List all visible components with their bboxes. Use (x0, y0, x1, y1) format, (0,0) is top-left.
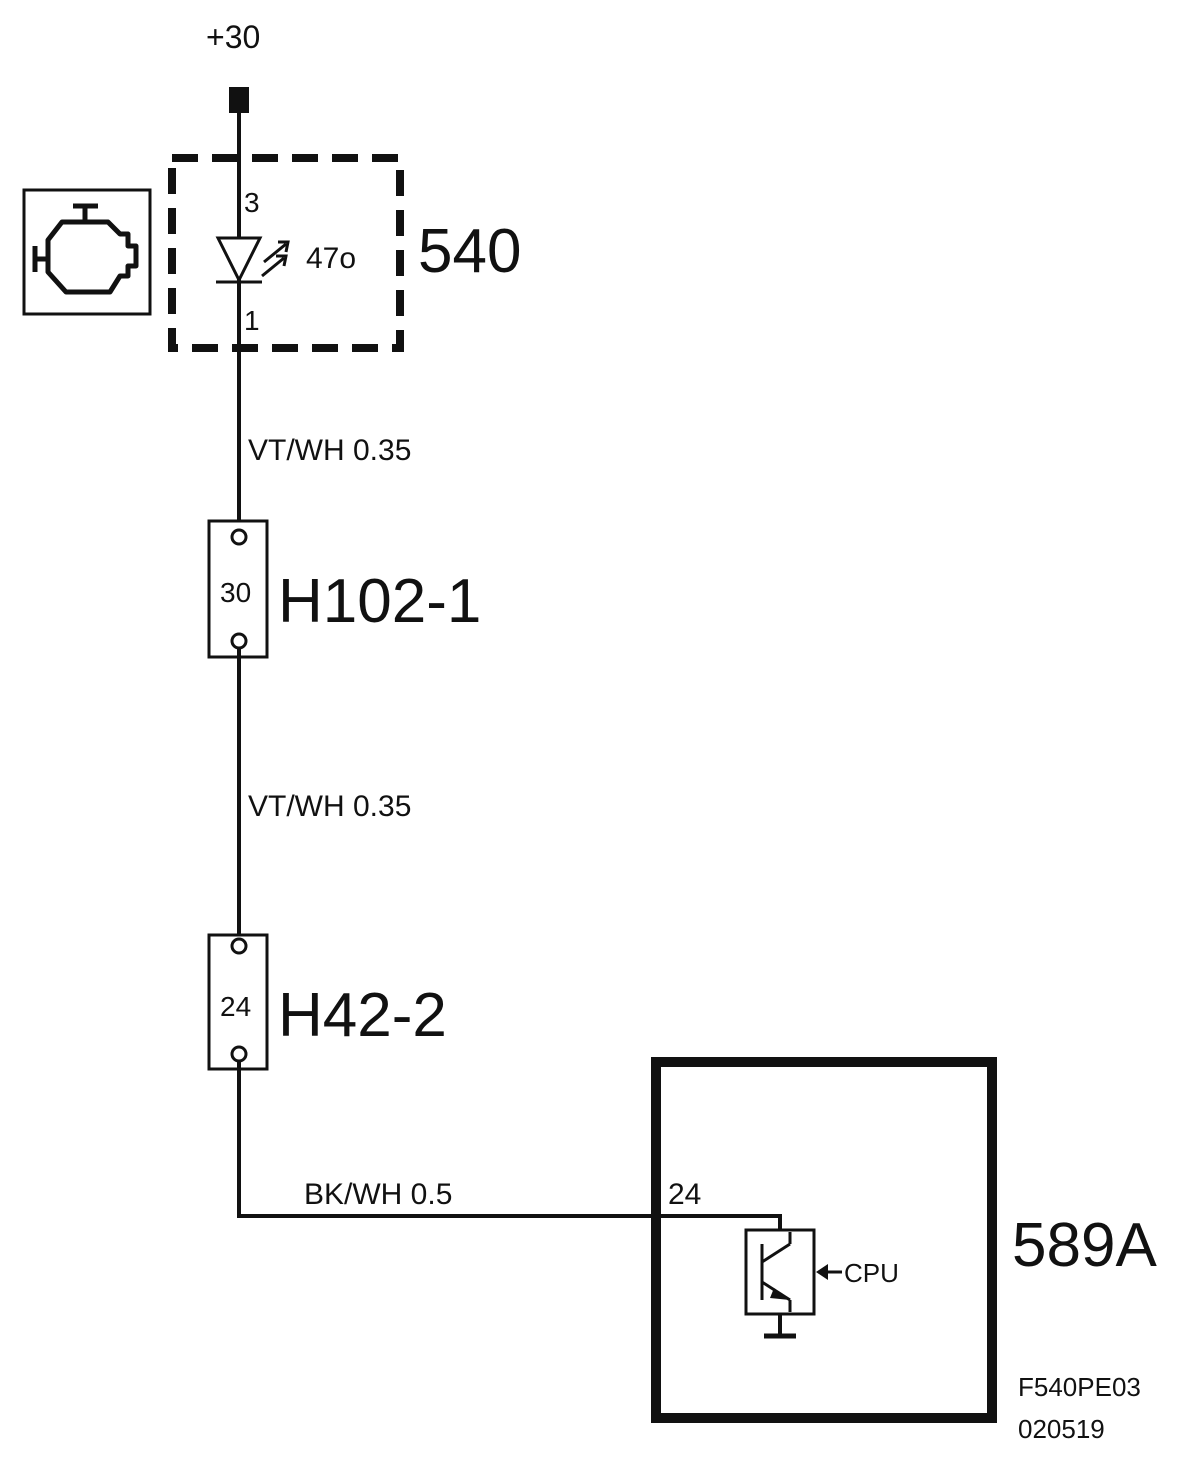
connector-h102-ref: H102-1 (278, 567, 481, 636)
supply-terminal (229, 87, 249, 113)
component-540-ref: 540 (418, 217, 521, 286)
wire-3-label: BK/WH 0.5 (304, 1178, 452, 1211)
wire-h42-to-589a (237, 1061, 782, 1230)
drawing-code-line2: 020519 (1018, 1414, 1105, 1444)
component-540-pin-top: 3 (244, 187, 260, 218)
cpu-arrow-icon (816, 1264, 842, 1280)
ground-icon (764, 1314, 796, 1339)
cpu-label: CPU (844, 1258, 899, 1288)
transistor-icon (744, 1228, 816, 1316)
drawing-code-line1: F540PE03 (1018, 1372, 1141, 1402)
component-540-pin-bottom: 1 (244, 305, 260, 336)
engine-check-icon (22, 188, 152, 316)
connector-h102 (207, 519, 269, 659)
connector-h42-pin: 24 (220, 991, 251, 1022)
connector-h102-pin: 30 (220, 577, 251, 608)
wire-1-label: VT/WH 0.35 (248, 434, 411, 467)
connector-h42 (207, 933, 269, 1071)
wire-2-label: VT/WH 0.35 (248, 790, 411, 823)
component-540-box (168, 154, 404, 352)
lamp-value: 47o (306, 242, 356, 275)
module-589a-pin: 24 (668, 1178, 701, 1211)
module-589a-box (651, 1057, 997, 1423)
module-589a-ref: 589A (1012, 1211, 1157, 1280)
connector-h42-ref: H42-2 (278, 981, 447, 1050)
supply-label: +30 (206, 19, 260, 55)
led-icon (215, 236, 290, 284)
